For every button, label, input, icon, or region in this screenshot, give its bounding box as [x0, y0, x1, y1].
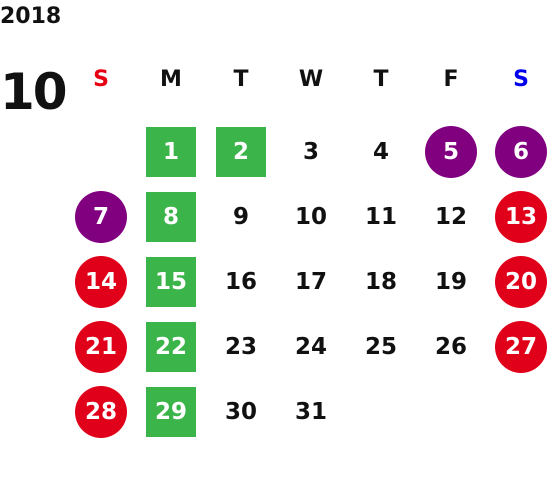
- year-label: 2018: [0, 4, 62, 29]
- day-cell[interactable]: 17: [276, 257, 346, 307]
- day-number: 14: [84, 269, 117, 295]
- day-number: 11: [364, 204, 397, 230]
- day-number: 27: [504, 334, 537, 360]
- day-cell[interactable]: 21: [66, 321, 136, 373]
- day-cell[interactable]: 5: [416, 126, 486, 178]
- day-number: 24: [294, 334, 327, 360]
- day-cell[interactable]: 13: [486, 191, 548, 243]
- day-number: 6: [512, 139, 529, 165]
- day-number: 21: [84, 334, 117, 360]
- weekday-sat: S: [513, 67, 529, 92]
- day-cell[interactable]: 20: [486, 256, 548, 308]
- day-cell[interactable]: 12: [416, 192, 486, 242]
- day-cell[interactable]: 19: [416, 257, 486, 307]
- day-cell[interactable]: 4: [346, 127, 416, 177]
- day-number: 30: [224, 399, 257, 425]
- day-number: 20: [504, 269, 537, 295]
- day-number: 31: [294, 399, 327, 425]
- empty-day-cell: [486, 387, 548, 437]
- day-cell[interactable]: 15: [136, 257, 206, 307]
- day-number: 3: [302, 139, 319, 165]
- day-cell[interactable]: 27: [486, 321, 548, 373]
- weekday-thu: T: [373, 67, 389, 92]
- day-number: 29: [154, 399, 187, 425]
- day-cell[interactable]: 3: [276, 127, 346, 177]
- weekday-tue: T: [233, 67, 249, 92]
- empty-day-cell: [416, 387, 486, 437]
- day-cell[interactable]: 6: [486, 126, 548, 178]
- day-cell[interactable]: 18: [346, 257, 416, 307]
- day-cell[interactable]: 8: [136, 192, 206, 242]
- day-cell[interactable]: 25: [346, 322, 416, 372]
- day-number: 4: [372, 139, 389, 165]
- day-number: 8: [162, 204, 179, 230]
- day-number: 13: [504, 204, 537, 230]
- day-number: 7: [92, 204, 109, 230]
- day-number: 16: [224, 269, 257, 295]
- day-cell[interactable]: 24: [276, 322, 346, 372]
- day-number: 26: [434, 334, 467, 360]
- day-cell[interactable]: 9: [206, 192, 276, 242]
- weekday-fri: F: [443, 67, 459, 92]
- day-cell[interactable]: 10: [276, 192, 346, 242]
- weekday-wed: W: [298, 67, 324, 92]
- day-cell[interactable]: 7: [66, 191, 136, 243]
- day-cell[interactable]: 26: [416, 322, 486, 372]
- day-cell[interactable]: 14: [66, 256, 136, 308]
- day-number: 12: [434, 204, 467, 230]
- day-number: 25: [364, 334, 397, 360]
- day-number: 19: [434, 269, 467, 295]
- day-cell[interactable]: 22: [136, 322, 206, 372]
- weekday-mon: M: [160, 67, 182, 92]
- day-number: 28: [84, 399, 117, 425]
- day-cell[interactable]: 23: [206, 322, 276, 372]
- day-number: 23: [224, 334, 257, 360]
- day-cell[interactable]: 31: [276, 387, 346, 437]
- day-cell[interactable]: 30: [206, 387, 276, 437]
- day-number: 18: [364, 269, 397, 295]
- day-number: 1: [162, 139, 179, 165]
- day-number: 22: [154, 334, 187, 360]
- day-cell[interactable]: 16: [206, 257, 276, 307]
- day-cell[interactable]: 28: [66, 386, 136, 438]
- day-number: 17: [294, 269, 327, 295]
- day-number: 2: [232, 139, 249, 165]
- weekday-sun: S: [93, 67, 109, 92]
- day-cell[interactable]: 2: [206, 127, 276, 177]
- empty-day-cell: [346, 387, 416, 437]
- month-label: 10: [0, 63, 68, 121]
- day-cell[interactable]: 1: [136, 127, 206, 177]
- day-number: 15: [154, 269, 187, 295]
- day-number: 10: [294, 204, 327, 230]
- day-cell[interactable]: 29: [136, 387, 206, 437]
- day-number: 9: [232, 204, 249, 230]
- day-cell[interactable]: 11: [346, 192, 416, 242]
- day-number: 5: [442, 139, 459, 165]
- empty-day-cell: [66, 127, 136, 177]
